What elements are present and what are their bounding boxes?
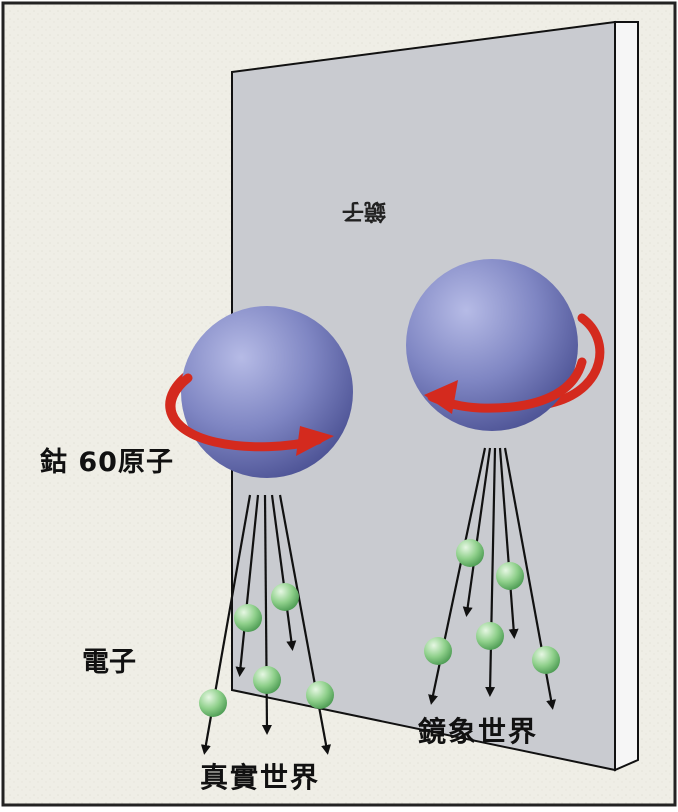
mirror-edge — [614, 21, 639, 772]
real-electron-5 — [306, 681, 334, 709]
cobalt-60-sphere — [181, 306, 353, 478]
real-beam-4 — [270, 494, 297, 651]
mirror-electron-4 — [424, 637, 452, 665]
mirror-world-label: 鏡象世界 — [418, 715, 539, 748]
real-electrons — [199, 583, 334, 717]
mirror-beam-4 — [498, 447, 519, 639]
electron-label: 電子 — [82, 647, 136, 678]
real-electron-3 — [253, 666, 281, 694]
real-electron-2 — [271, 583, 299, 611]
mirror-beam-2 — [462, 447, 492, 617]
mirror-electron-5 — [532, 646, 560, 674]
real-rotation-arrowhead — [296, 426, 334, 456]
mirror-electron-1 — [456, 539, 484, 567]
real-beam-2 — [235, 494, 260, 677]
mirror-electron-3 — [476, 622, 504, 650]
real-electron-4 — [199, 689, 227, 717]
mirror-electrons — [424, 539, 560, 674]
real-world-label: 真實世界 — [200, 761, 321, 794]
mirror-reversed-label: 鏡子 — [342, 198, 387, 223]
real-beams — [200, 494, 332, 755]
real-rotation-arrow — [166, 373, 323, 452]
cobalt-atom-label: 鈷 60原子 — [40, 447, 174, 478]
real-electron-1 — [234, 604, 262, 632]
mirror-rotation-arrowhead — [424, 380, 458, 414]
mirror-beam-3 — [485, 447, 497, 697]
mirror-electron-2 — [496, 562, 524, 590]
